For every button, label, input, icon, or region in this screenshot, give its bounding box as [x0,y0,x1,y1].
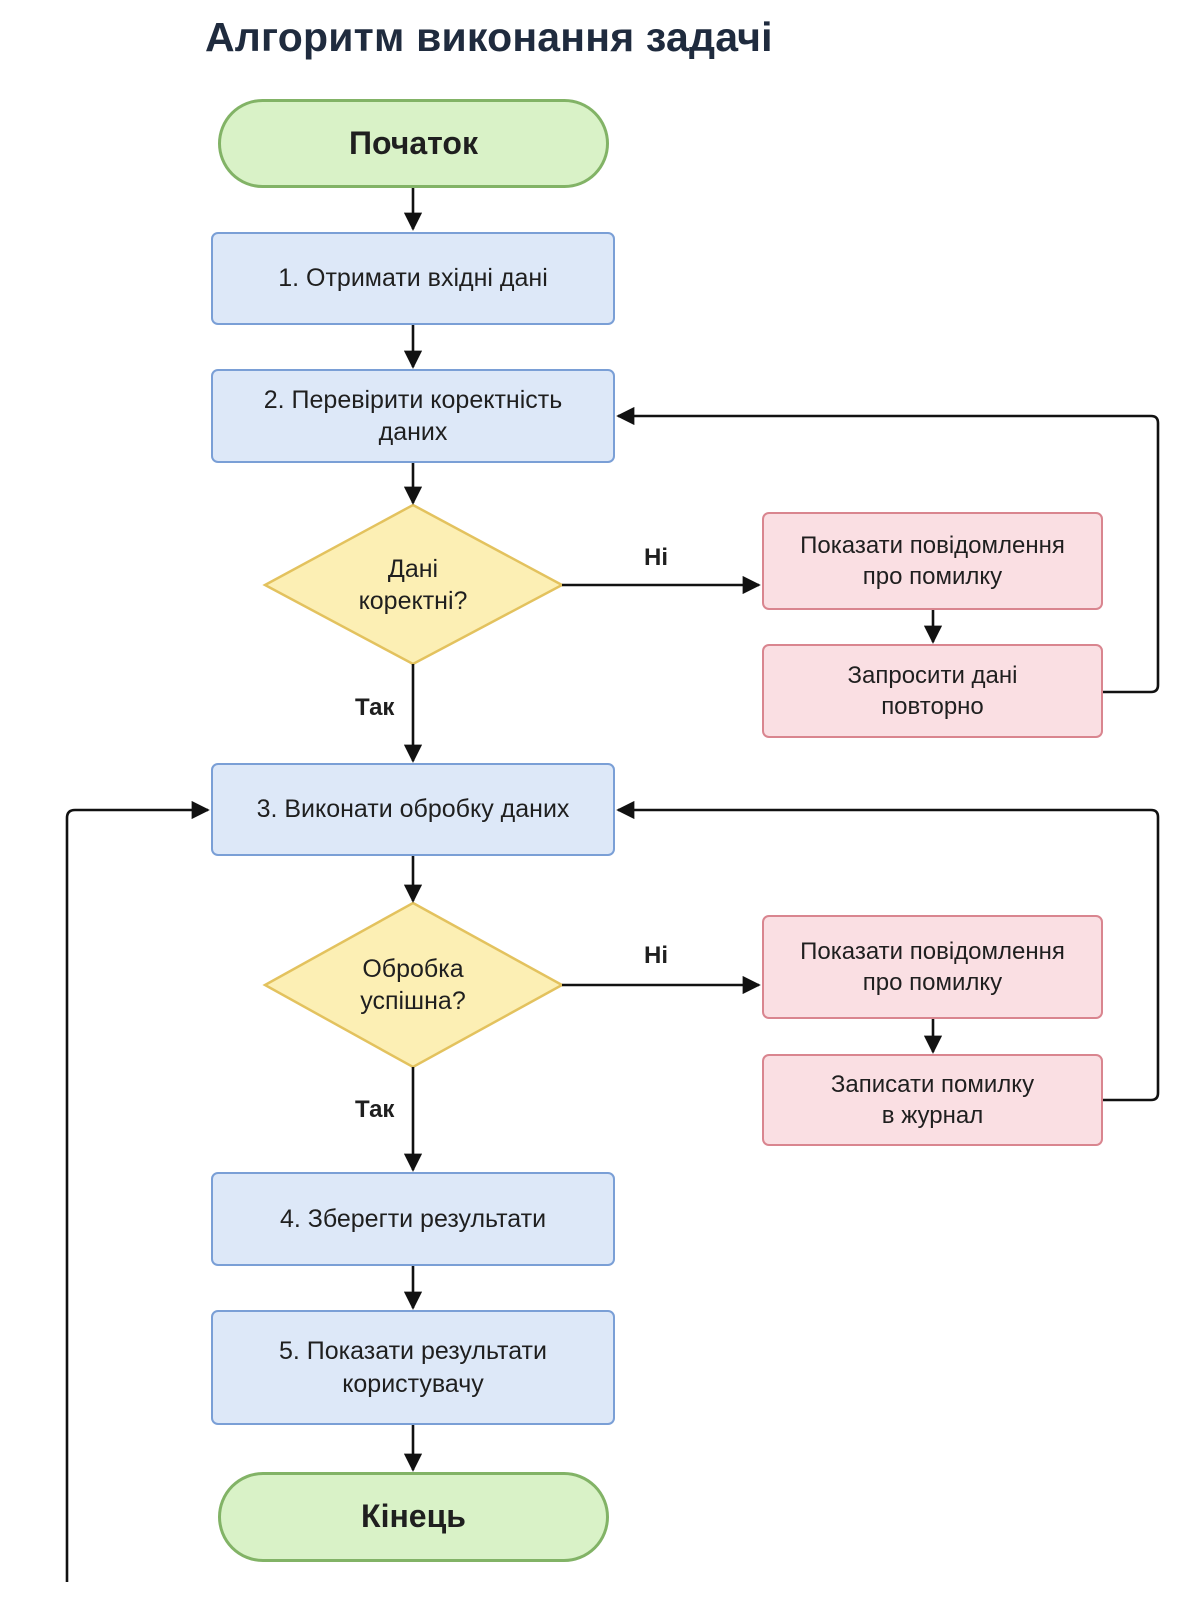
decision-1-no-label: Ні [644,544,668,571]
start-node: Початок [218,99,609,188]
end-node: Кінець [218,1472,609,1562]
step-3-node: 3. Виконати обробку даних [211,763,615,856]
decision-2-label: Обробка успішна? [360,954,466,1016]
error-2-log-node: Записати помилку в журнал [762,1054,1103,1146]
step-1-node: 1. Отримати вхідні дані [211,232,615,325]
edge-error2-loop-back [616,800,1160,1102]
edge-error1-loop-back [616,406,1160,694]
page-title: Алгоритм виконання задачі [205,14,773,60]
decision-2-yes-label: Так [355,1096,395,1123]
step-2-node: 2. Перевірити коректність даних [211,369,615,463]
decision-1-label: Дані коректні? [358,554,468,616]
error-1-show-node: Показати повідомлення про помилку [762,512,1103,610]
decision-2-no-label: Ні [644,942,668,969]
step-4-node: 4. Зберегти результати [211,1172,615,1266]
step-5-node: 5. Показати результати користувачу [211,1310,615,1425]
error-1-request-node: Запросити дані повторно [762,644,1103,738]
decision-1-yes-label: Так [355,694,395,721]
edge-left-return [65,800,210,1582]
error-2-show-node: Показати повідомлення про помилку [762,915,1103,1019]
